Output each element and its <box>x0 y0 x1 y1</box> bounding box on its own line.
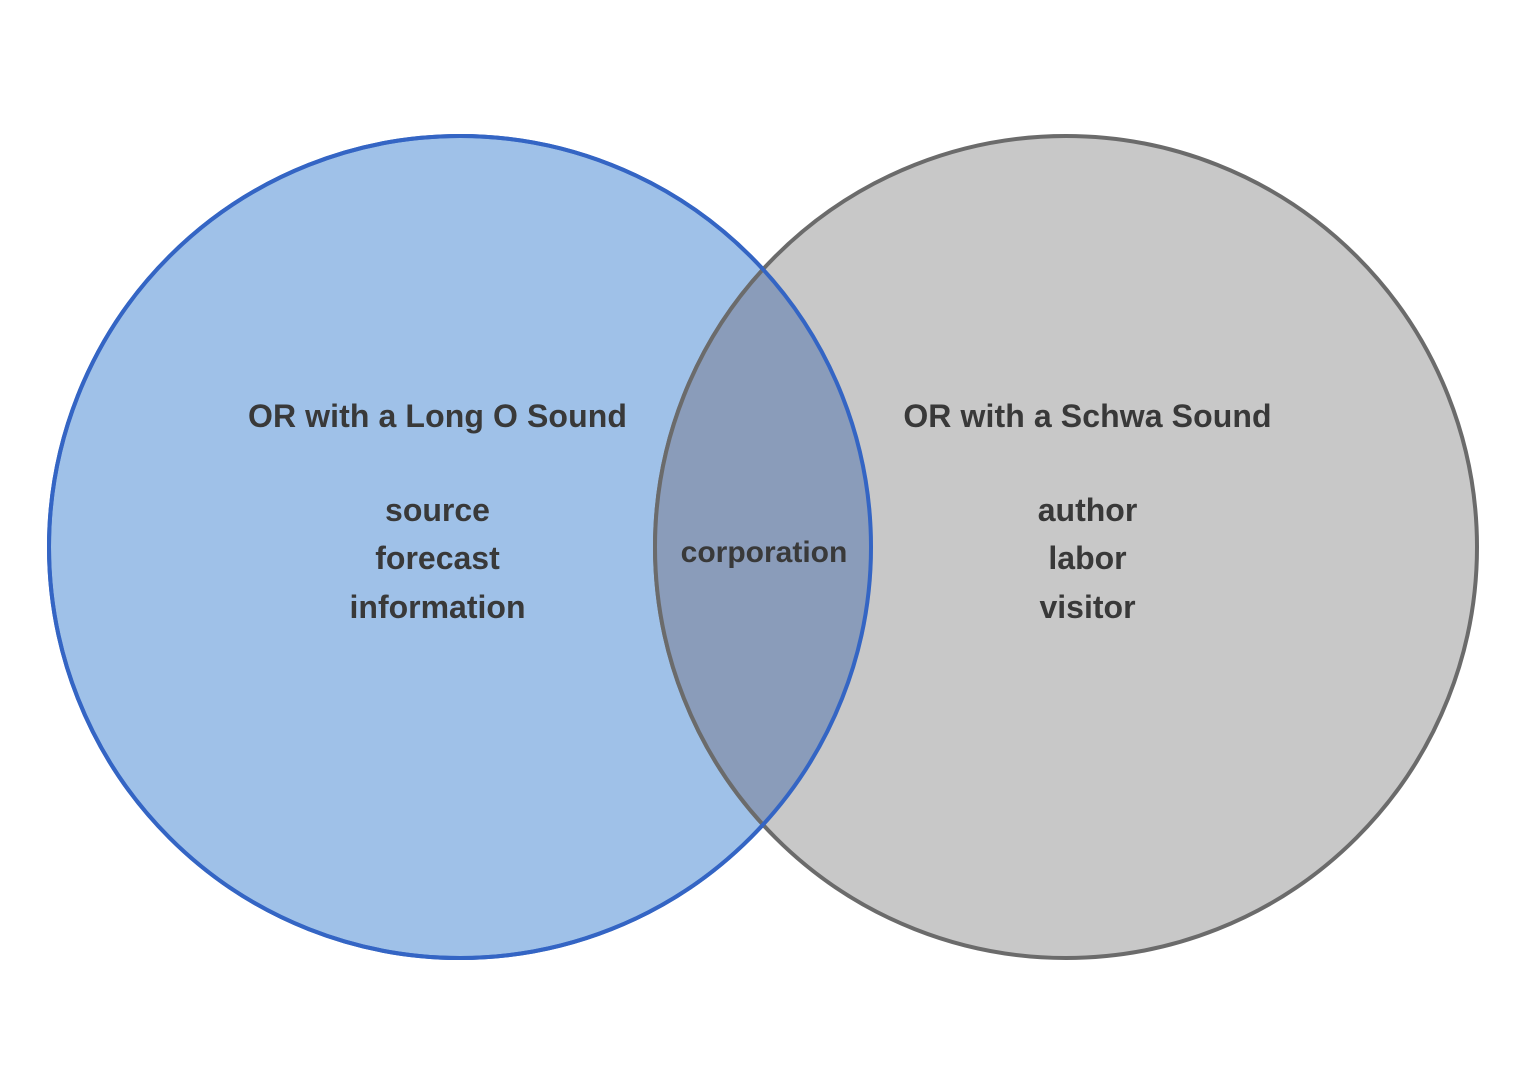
left-set-circle-outline <box>47 134 873 960</box>
